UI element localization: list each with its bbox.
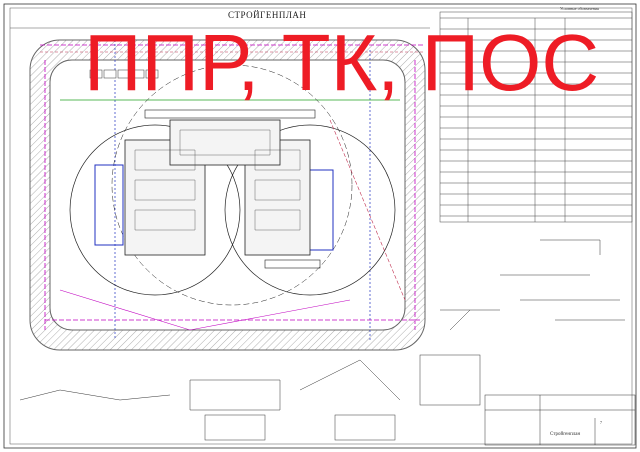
- site-plan: [10, 27, 430, 351]
- title-block-sheet-number: 7: [600, 420, 602, 425]
- sheet-frame: [3, 3, 637, 449]
- overlay-text: ППР, ТК, ПОС: [84, 18, 600, 107]
- details: [19, 239, 636, 446]
- legend-title: Условные обозначения: [560, 6, 599, 11]
- legend-table: [439, 11, 633, 223]
- title-block-sheet-name: Стройгенплан: [550, 432, 581, 437]
- plan-title: СТРОЙГЕНПЛАН: [228, 10, 307, 20]
